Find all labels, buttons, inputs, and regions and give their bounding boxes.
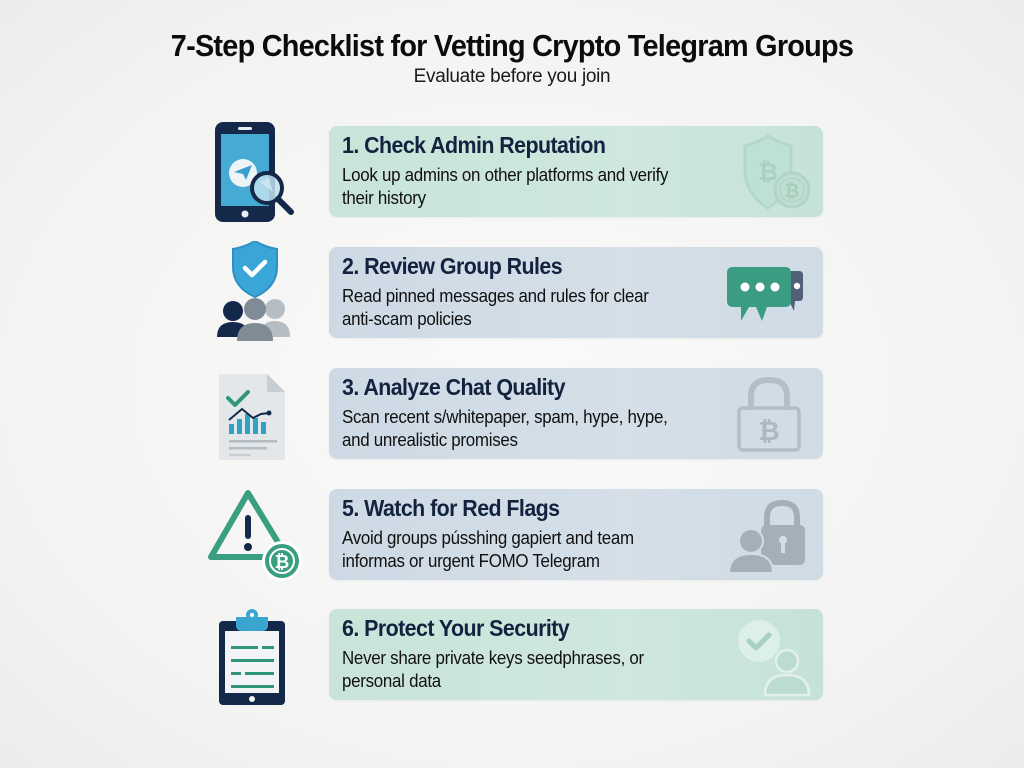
step-card-5: 6. Protect Your Security Never share pri… [329,609,823,700]
step-description: Never share private keys seedphrases, or… [342,648,644,691]
user-padlock-icon [715,493,815,577]
svg-text:₿: ₿ [785,181,800,201]
step-description: Scan recent s/whitepaper, spam, hype, hy… [342,407,668,450]
document-chart-check-icon [205,372,315,472]
svg-text:₿: ₿ [758,159,778,186]
svg-text:₿: ₿ [758,416,779,446]
step-title: 6. Protect Your Security [342,615,570,641]
phone-telegram-magnifier-icon [205,118,315,222]
check-user-icon [715,613,815,697]
step-row-5: 6. Protect Your Security Never share pri… [0,609,1024,705]
step-title: 5. Watch for Red Flags [342,495,560,521]
shield-bitcoin-icon: ₿ ₿ [715,130,815,214]
step-description: Read pinned messages and rules for clear… [342,286,649,329]
step-title: 1. Check Admin Reputation [342,132,606,158]
chat-bubbles-icon [715,251,815,335]
step-card-1: 1. Check Admin Reputation Look up admins… [329,126,823,217]
page-title: 7-Step Checklist for Vetting Crypto Tele… [170,28,854,63]
step-card-3: 3. Analyze Chat Quality Scan recent s/wh… [329,368,823,459]
svg-text:₿: ₿ [275,552,290,572]
step-title: 3. Analyze Chat Quality [342,374,565,400]
step-card-2: 2. Review Group Rules Read pinned messag… [329,247,823,338]
shield-check-users-icon [205,241,315,341]
step-row-1: 1. Check Admin Reputation Look up admins… [0,122,1024,222]
warning-triangle-bitcoin-icon: ₿ [205,483,315,583]
step-card-4: 5. Watch for Red Flags Avoid groups pús… [329,489,823,580]
step-title: 2. Review Group Rules [342,253,563,279]
padlock-bitcoin-icon: ₿ [715,372,815,456]
clipboard-checklist-icon [205,609,315,709]
step-row-2: 2. Review Group Rules Read pinned messag… [0,241,1024,343]
step-row-3: 3. Analyze Chat Quality Scan recent s/wh… [0,368,1024,464]
page-subtitle: Evaluate before you join [413,66,611,87]
step-description: Look up admins on other platforms and ve… [342,165,669,208]
step-row-4: ₿ 5. Watch for Red Flags Avoid groups pu… [0,489,1024,585]
step-description: Avoid groups pússhing gapiert and team … [342,528,634,571]
